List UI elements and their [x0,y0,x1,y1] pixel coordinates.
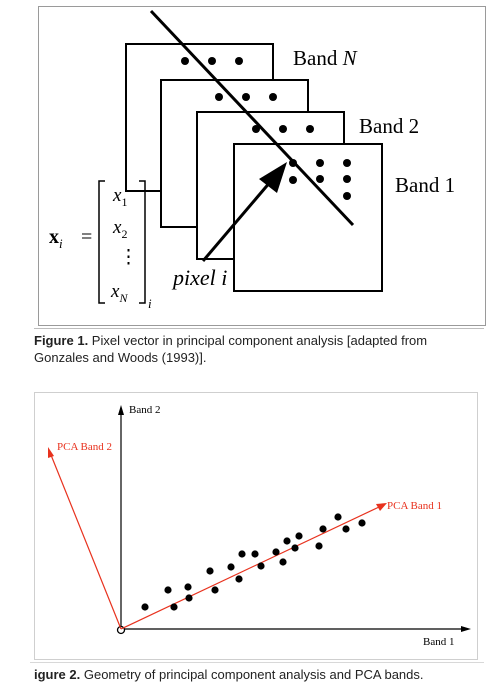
scatter-point [315,542,323,550]
scatter-point [227,563,235,571]
pixel-stack-line [149,9,355,227]
pixel-label: pixel i [171,265,227,290]
band-n-dot [235,57,243,65]
figure-2-panel: Band 2 Band 1 PCA Band 1 PCA Band 2 [34,392,478,660]
band-1-dot [343,175,351,183]
vector-entry: x2 [112,217,127,241]
vector-entry: x1 [112,185,127,209]
pixel-vector-equation: xi = x1 x2 ⋮ xN i [49,180,152,311]
figure-1-caption-text: Pixel vector in principal component anal… [34,333,428,365]
caption-2-rule [30,662,484,663]
figure-2-diagram: Band 2 Band 1 PCA Band 1 PCA Band 2 [48,404,471,648]
scatter-point [251,550,259,558]
band-1-plane [233,143,383,292]
vector-entry: xN [110,281,128,305]
scatter-point [238,550,246,558]
scatter-point [342,525,350,533]
scatter-point [235,575,243,583]
band-2-dot [252,125,260,133]
pixel-arrow-head [259,162,287,193]
band-n-label: Band N [293,46,358,70]
scatter-point [334,513,342,521]
band-middle-dot [269,93,277,101]
left-bracket [98,180,105,304]
scatter-point [358,519,366,527]
band-1-dot [289,176,297,184]
band-1-label: Band 1 [395,173,455,197]
pca-band-2-label: PCA Band 2 [57,441,112,453]
pca-band-1-label: PCA Band 1 [387,500,442,512]
band-2-dot [306,125,314,133]
figure-2-caption: igure 2. Geometry of principal component… [34,666,484,683]
x-axis-arrowhead [461,626,471,632]
band-1-dot [316,159,324,167]
figure-1-panel: Band N Band 2 Band 1 pixel i xi = x1 x2 … [38,6,486,326]
scatter-point [291,544,299,552]
scatter-point [185,594,193,602]
figure-2-caption-text: Geometry of principal component analysis… [80,667,424,682]
pca-band-1-arrowhead [376,503,387,511]
right-bracket [139,180,146,304]
band-1-dot [316,175,324,183]
pca-band-2-axis [50,454,122,630]
figure-1-caption: Figure 1. Pixel vector in principal comp… [34,332,484,366]
x-axis-label: Band 1 [423,636,454,648]
figure-1-diagram: Band N Band 2 Band 1 pixel i xi = x1 x2 … [49,9,455,311]
vector-outer-sub: i [148,296,152,311]
band-2-label: Band 2 [359,114,419,138]
pca-band-2-arrowhead [48,447,54,458]
pixel-arrow-shaft [201,180,273,262]
figure-2-caption-label: igure 2. [34,667,81,682]
band-n-dot [208,57,216,65]
vector-lhs: xi [49,226,63,251]
band-n-dot [181,57,189,65]
scatter-point [257,562,265,570]
scatter-point [283,537,291,545]
band-middle-dot [242,93,250,101]
scatter-point [211,586,219,594]
band-middle-dot [215,93,223,101]
caption-1-rule [34,328,484,329]
band-1-dot [343,159,351,167]
pca-band-1-axis [120,506,380,630]
figure-1-caption-label: Figure 1. [34,333,89,348]
vector-entry-ellipsis: ⋮ [119,247,138,268]
scatter-points [141,513,366,611]
scatter-point [184,583,192,591]
y-axis-arrowhead [118,405,124,415]
y-axis-label: Band 2 [129,404,160,416]
scatter-point [319,525,327,533]
scatter-point [206,567,214,575]
scatter-point [170,603,178,611]
scatter-point [141,603,149,611]
vector-equals: = [81,226,92,248]
scatter-point [279,558,287,566]
scatter-point [295,532,303,540]
scatter-point [272,548,280,556]
band-1-dot [343,192,351,200]
band-2-dot [279,125,287,133]
scatter-point [164,586,172,594]
